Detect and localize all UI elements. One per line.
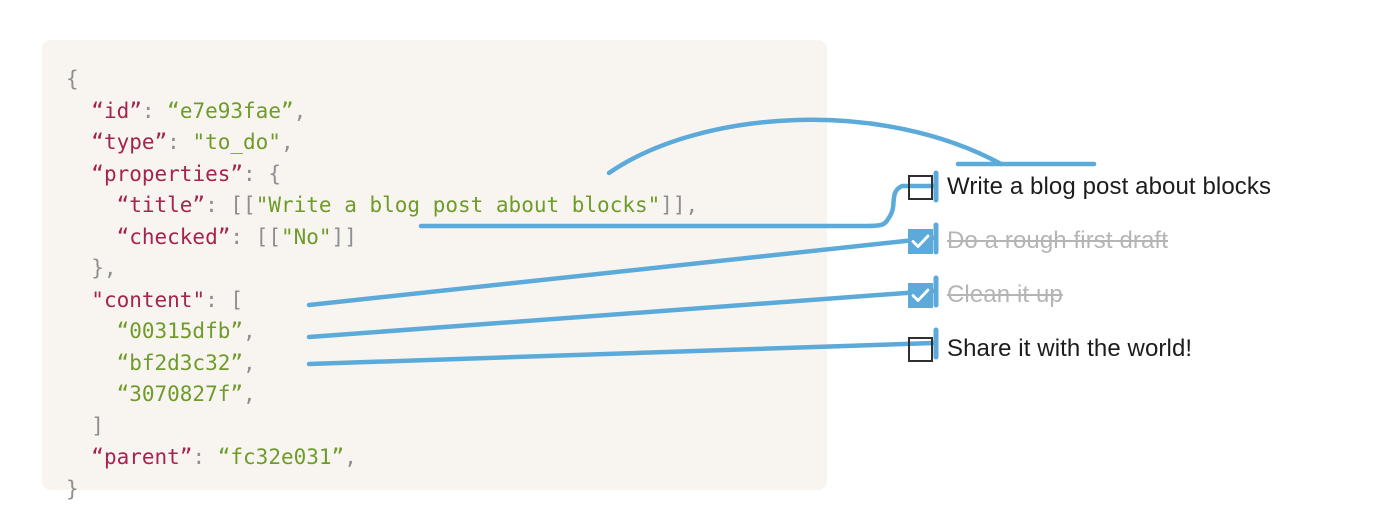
json-token: “id” xyxy=(91,98,142,123)
checkbox-checked-icon[interactable] xyxy=(908,282,933,308)
json-token: “bf2d3c32” xyxy=(116,350,244,375)
json-token: [ xyxy=(230,287,244,312)
json-token: , xyxy=(243,382,256,406)
json-token: : xyxy=(205,287,231,312)
json-token: [[ xyxy=(255,224,281,249)
json-token: : xyxy=(243,161,269,186)
json-code-line: “id”: “e7e93fae”, xyxy=(66,96,698,128)
json-token: , xyxy=(344,445,357,469)
json-code-line: “00315dfb”, xyxy=(66,316,698,348)
todo-list: Write a blog post about blocks Do a rough… xyxy=(908,160,1338,376)
todo-label: Clean it up xyxy=(947,281,1063,308)
json-token: “checked” xyxy=(116,224,231,249)
json-code-line: “properties”: { xyxy=(66,159,698,191)
json-token: "content" xyxy=(91,287,206,312)
todo-row[interactable]: Write a blog post about blocks xyxy=(908,160,1338,214)
checkbox-unchecked-icon[interactable] xyxy=(908,336,933,362)
todo-label: Share it with the world! xyxy=(947,335,1193,362)
json-token: : xyxy=(230,224,256,249)
json-code-line: “title”: [["Write a blog post about bloc… xyxy=(66,190,699,222)
json-code-line: } xyxy=(66,474,698,506)
json-code-line: "content": [ xyxy=(66,285,698,317)
todo-label: Do a rough first draft xyxy=(947,227,1168,254)
json-token: : xyxy=(167,130,193,154)
json-token: , xyxy=(280,130,294,154)
json-token xyxy=(66,162,91,186)
json-token xyxy=(66,99,91,123)
todo-row[interactable]: Do a rough first draft xyxy=(908,214,1338,268)
json-code-line: “type”: "to_do", xyxy=(66,127,698,159)
json-token: “3070827f” xyxy=(116,382,244,406)
json-token: , xyxy=(243,350,256,375)
json-token: : xyxy=(141,98,168,123)
json-token xyxy=(66,130,91,154)
json-code-line: “checked”: [["No"]] xyxy=(66,222,698,254)
json-code-line: { xyxy=(66,64,698,96)
json-token: ]], xyxy=(660,193,699,217)
json-token: ] xyxy=(66,413,104,438)
json-token xyxy=(66,288,91,312)
checkbox-unchecked-icon[interactable] xyxy=(908,174,933,200)
json-code-line: ] xyxy=(66,411,698,443)
json-token: "Write a blog post about blocks" xyxy=(255,193,661,217)
json-token xyxy=(66,225,117,249)
json-token: , xyxy=(243,319,256,343)
json-code-line: “parent”: “fc32e031”, xyxy=(66,442,698,474)
todo-label: Write a blog post about blocks xyxy=(947,173,1272,200)
json-token: , xyxy=(293,98,307,123)
json-token: "to_do" xyxy=(192,130,281,154)
json-token: : xyxy=(205,193,231,217)
json-token: : xyxy=(192,445,218,469)
todo-row[interactable]: Share it with the world! xyxy=(908,322,1338,376)
json-token xyxy=(66,193,117,217)
json-token: “properties” xyxy=(91,161,244,186)
json-token: } xyxy=(66,476,79,501)
json-token: { xyxy=(268,161,281,186)
json-code-block: { “id”: “e7e93fae”, “type”: "to_do", “pr… xyxy=(66,64,698,505)
json-token: “type” xyxy=(91,130,168,154)
json-token xyxy=(66,351,117,375)
json-token xyxy=(66,445,91,469)
json-token: “e7e93fae” xyxy=(167,98,294,123)
json-code-line: “bf2d3c32”, xyxy=(66,348,698,380)
json-code-line: “3070827f”, xyxy=(66,379,698,411)
json-token: { xyxy=(66,67,79,91)
checkbox-checked-icon[interactable] xyxy=(908,228,933,254)
json-token xyxy=(66,319,117,343)
json-token: }, xyxy=(66,256,117,280)
todo-row[interactable]: Clean it up xyxy=(908,268,1338,322)
json-token: “00315dfb” xyxy=(116,319,244,343)
json-token: ]] xyxy=(331,224,357,249)
json-code-panel: { “id”: “e7e93fae”, “type”: "to_do", “pr… xyxy=(42,40,827,501)
json-token: “fc32e031” xyxy=(217,445,345,469)
json-code-line: }, xyxy=(66,253,698,285)
json-token: “parent” xyxy=(91,445,193,469)
json-token: "No" xyxy=(280,224,332,249)
json-token xyxy=(66,382,117,406)
json-token: “title” xyxy=(116,193,206,217)
json-token: [[ xyxy=(230,193,256,217)
